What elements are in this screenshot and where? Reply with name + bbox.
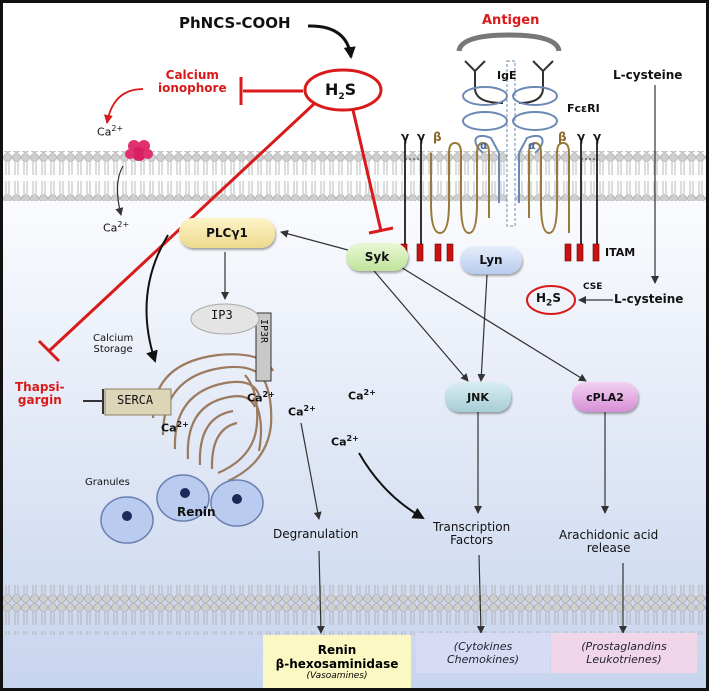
ige-right-arm: [532, 60, 554, 88]
ip3-label: IP3: [211, 308, 233, 322]
prost-box-bg: [551, 633, 697, 673]
l-cysteine-top-label: L-cysteine: [613, 68, 683, 82]
cyto-output-line2: Chemokines): [446, 653, 520, 666]
ip3r-shape: [255, 312, 272, 382]
calcium-channel-icon: [125, 140, 153, 161]
syk-node: Syk: [346, 243, 408, 271]
itam-label: ITAM: [605, 246, 636, 259]
beta-label-2: β: [558, 130, 567, 144]
ige-left-arm: [464, 60, 486, 88]
ca-cyto-label-3: Ca2+: [331, 434, 359, 449]
thapsigargin-label: Thapsi-gargin: [15, 380, 65, 408]
gamma-label-1: γ: [401, 130, 410, 144]
plcy1-node: PLCγ1: [179, 218, 275, 248]
granules-icon: [100, 474, 264, 544]
ip3r-label: IP3R: [258, 319, 269, 344]
ionophore-to-channel-arrow: [103, 88, 144, 124]
ca-cyto-label-2: Ca2+: [348, 388, 376, 403]
alpha-loop-1: [462, 86, 508, 106]
serca-shape: [104, 388, 172, 416]
ige-label: IgE: [497, 69, 517, 82]
beta-label-1: β: [433, 130, 442, 144]
alpha-label-2: α: [528, 139, 536, 152]
granules-label: Granules: [85, 477, 130, 488]
diagram-graphics: [3, 3, 706, 688]
plasma-membrane-top: [3, 151, 706, 201]
ca-er-label-1: Ca2+: [161, 420, 189, 435]
ca-outside-label: Ca2+: [97, 124, 124, 139]
gamma-label-2: γ: [417, 130, 426, 144]
prost-output-line1: (Prostaglandins: [581, 640, 667, 653]
renin-granule-label: Renin: [177, 505, 216, 519]
prostaglandins-output-box: (Prostaglandins Leukotrienes): [551, 635, 697, 671]
cse-label: CSE: [583, 282, 603, 292]
cyto-box-bg: [416, 633, 550, 673]
cpla2-node: cPLA2: [572, 382, 638, 412]
lyn-node: Lyn: [460, 246, 522, 274]
cyto-output-line1: (Cytokines: [453, 640, 513, 653]
ige-stem: [506, 60, 516, 227]
h2s-label: H2S: [325, 80, 357, 103]
gamma-label-4: γ: [593, 130, 602, 144]
h2s-circle: [303, 68, 383, 112]
ca-inside-label: Ca2+: [103, 220, 130, 235]
fceri-label: FcεRI: [567, 102, 600, 115]
beta-chain-left: [430, 141, 490, 235]
prost-output-line2: Leukotrienes): [586, 653, 662, 666]
ca-er-label-2: Ca2+: [247, 390, 275, 405]
antigen-label: Antigen: [482, 13, 540, 28]
plasma-membrane-bottom: [3, 585, 706, 635]
renin-box-bg: [263, 635, 411, 688]
renin-output-line2: β-hexosaminidase: [275, 657, 399, 671]
l-cysteine-bottom-label: L-cysteine: [614, 292, 684, 306]
ip3-shape: [190, 303, 260, 335]
alpha-label-1: α: [480, 139, 488, 152]
serca-label: SERCA: [117, 393, 154, 407]
ca-cyto-label-1: Ca2+: [288, 404, 316, 419]
h2s-small-circle: [526, 285, 576, 315]
beta-chain-right: [528, 141, 570, 235]
degranulation-label: Degranulation: [273, 527, 359, 541]
renin-output-line3: (Vasoamines): [306, 671, 368, 681]
h2s-inhibits-syk: [351, 109, 383, 232]
jnk-node: JNK: [445, 382, 511, 412]
h2s-small-label: H2S: [536, 291, 561, 309]
renin-output-line1: Renin: [317, 643, 357, 657]
alpha-loop-2: [462, 111, 508, 131]
renin-output-box: Renin β-hexosaminidase (Vasoamines): [263, 637, 411, 687]
antigen-shape: [456, 32, 562, 52]
phncs-to-h2s-arrow: [307, 24, 356, 59]
gamma-label-3: γ: [577, 130, 586, 144]
phncs-label: PhNCS-COOH: [179, 14, 291, 32]
cytokines-output-box: (Cytokines Chemokines): [416, 635, 550, 671]
